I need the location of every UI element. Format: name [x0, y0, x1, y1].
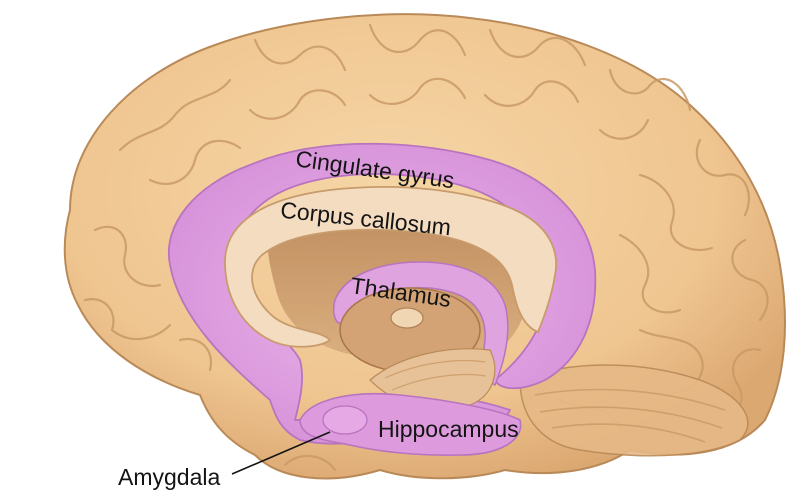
- amygdala: [323, 406, 367, 434]
- label-amygdala: Amygdala: [118, 464, 220, 490]
- interthalamic-adhesion: [391, 308, 423, 328]
- label-hippocampus: Hippocampus: [378, 416, 519, 442]
